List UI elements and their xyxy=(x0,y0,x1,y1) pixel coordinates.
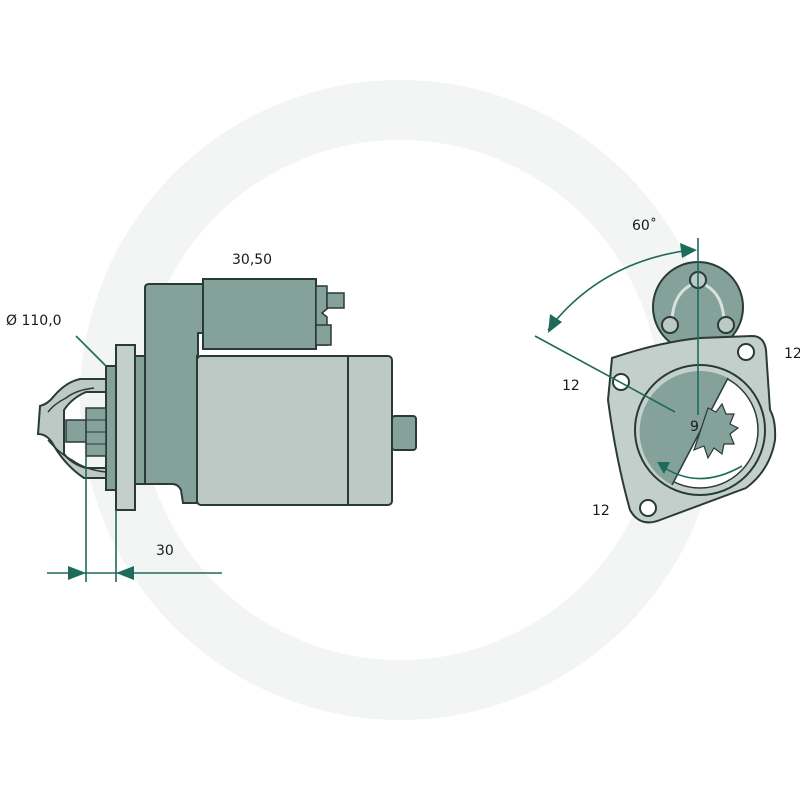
diameter-label: Ø 110,0 xyxy=(6,313,62,329)
nose-cone xyxy=(36,378,107,479)
mounting-hole xyxy=(639,499,657,517)
mounting-hole xyxy=(737,343,755,361)
hole-bottom-label: 12 xyxy=(592,503,610,519)
flange-offset-label: 30 xyxy=(156,543,174,559)
motor-housing xyxy=(196,355,393,506)
hole-right-label: 12 xyxy=(784,346,800,362)
angle-label: 60˚ xyxy=(632,217,657,234)
front-view-dimensions xyxy=(534,238,699,474)
side-view xyxy=(36,278,417,511)
drive-housing xyxy=(144,283,206,504)
solenoid xyxy=(202,278,317,350)
hole-left-label: 12 xyxy=(562,378,580,394)
mounting-flange xyxy=(115,344,136,511)
pinion-teeth xyxy=(693,402,740,460)
terminal-top xyxy=(326,292,345,309)
terminal-bottom xyxy=(315,324,332,346)
terminal-screw xyxy=(661,316,679,334)
teeth-count-label: 9 xyxy=(690,419,699,435)
solenoid-length-label: 30,50 xyxy=(232,252,272,268)
pinion-shaft xyxy=(65,419,89,443)
rear-shaft-stub xyxy=(391,415,417,451)
terminal-screw xyxy=(717,316,735,334)
side-view-dimensions xyxy=(47,335,222,582)
front-view xyxy=(606,261,777,524)
